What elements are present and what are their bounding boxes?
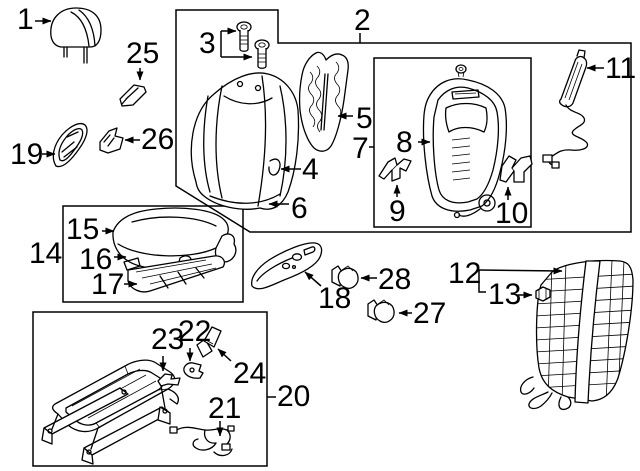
bracket-illustration-10	[499, 155, 533, 183]
inner-box-7	[373, 57, 532, 228]
callout-25: 25	[126, 37, 160, 70]
callout-10: 10	[495, 197, 529, 230]
callout-15: 15	[66, 213, 100, 246]
callout-13: 13	[488, 278, 522, 311]
back-panel-illustration	[298, 51, 349, 152]
callout-21: 21	[208, 392, 242, 425]
callout-arrows	[35, 17, 604, 437]
callout-23: 23	[151, 323, 185, 356]
callout-5: 5	[356, 102, 373, 135]
callout-8: 8	[396, 126, 413, 159]
wiring-21-part	[169, 425, 235, 457]
clip-illustration-28	[331, 265, 359, 289]
callout-9: 9	[389, 195, 406, 228]
track-box-20	[32, 311, 268, 467]
side-shield-illustration-18	[251, 242, 323, 290]
seat-track-illustration	[41, 326, 235, 465]
headrest-illustration	[50, 7, 102, 64]
callout-6: 6	[291, 192, 308, 225]
callout-3: 3	[199, 27, 216, 60]
clip-23-part	[157, 373, 181, 387]
trim-illustration-19	[52, 122, 88, 168]
callout-11: 11	[605, 52, 637, 85]
callout-17: 17	[91, 268, 125, 301]
callout-26: 26	[141, 123, 175, 156]
bolts-illustration-3	[236, 21, 270, 69]
callout-2: 2	[354, 4, 371, 37]
callout-24: 24	[233, 357, 267, 390]
seatback-cushion-illustration	[190, 72, 300, 210]
callout-7: 7	[352, 132, 369, 165]
callout-20: 20	[277, 380, 311, 413]
seat-cushion-illustration	[112, 207, 237, 293]
callout-1: 1	[17, 3, 34, 36]
bracket-illustration-9	[378, 157, 412, 182]
callout-12: 12	[448, 257, 482, 290]
clip-illustration-27	[367, 299, 395, 323]
callout-18: 18	[318, 282, 352, 315]
callout-28: 28	[378, 263, 412, 296]
callout-16: 16	[79, 243, 113, 276]
airbag-illustration-11	[542, 49, 589, 169]
cushion-box-14	[62, 205, 244, 303]
heater-pad-illustration-12	[519, 259, 634, 411]
group-box-2	[175, 9, 632, 233]
seatback-frame-illustration	[422, 64, 508, 219]
connector-illustration-13	[535, 286, 551, 302]
callout-4: 4	[302, 153, 319, 186]
callout-19: 19	[10, 138, 44, 171]
callout-27: 27	[413, 297, 447, 330]
guide-illustration-26	[99, 127, 124, 154]
callout-22: 22	[178, 315, 212, 348]
headrest-guide-illustration-25	[119, 84, 147, 107]
callout-14: 14	[29, 237, 63, 270]
